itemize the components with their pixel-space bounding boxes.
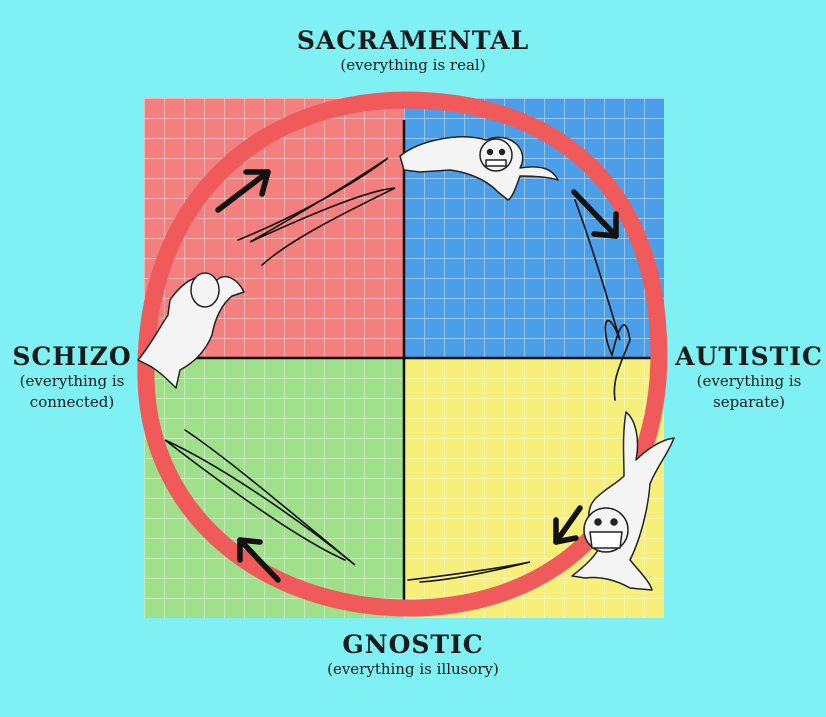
arrow-bottom-right <box>553 505 583 545</box>
arrow-top-right <box>571 189 619 239</box>
cycle-arrows <box>215 169 619 583</box>
arrow-bottom-left <box>237 537 281 583</box>
wojak-left-figure <box>137 272 245 389</box>
label-autistic-title: AUTISTIC <box>675 342 823 371</box>
label-gnostic-subtitle: (everything is illusory) <box>327 660 499 678</box>
arrow-top-left <box>215 169 271 213</box>
wojak-top-figure <box>399 136 559 201</box>
label-sacramental-subtitle: (everything is real) <box>340 56 486 74</box>
label-schizo-title: SCHIZO <box>12 342 132 371</box>
scribble-marks <box>164 157 631 583</box>
label-sacramental: SACRAMENTAL (everything is real) <box>263 26 563 76</box>
label-autistic-subtitle-2: separate) <box>713 393 785 411</box>
cycle-ring <box>137 91 668 617</box>
label-autistic-subtitle-1: (everything is <box>696 372 802 390</box>
label-schizo-subtitle-2: connected) <box>29 393 115 411</box>
label-sacramental-title: SACRAMENTAL <box>296 26 530 55</box>
label-gnostic-title: GNOSTIC <box>342 630 484 659</box>
label-gnostic: GNOSTIC (everything is illusory) <box>263 630 563 680</box>
wojak-bottom-right-figure <box>571 411 675 591</box>
label-autistic: AUTISTIC (everything is separate) <box>674 342 824 413</box>
label-schizo-subtitle-1: (everything is <box>19 372 125 390</box>
label-schizo: SCHIZO (everything is connected) <box>2 342 142 413</box>
